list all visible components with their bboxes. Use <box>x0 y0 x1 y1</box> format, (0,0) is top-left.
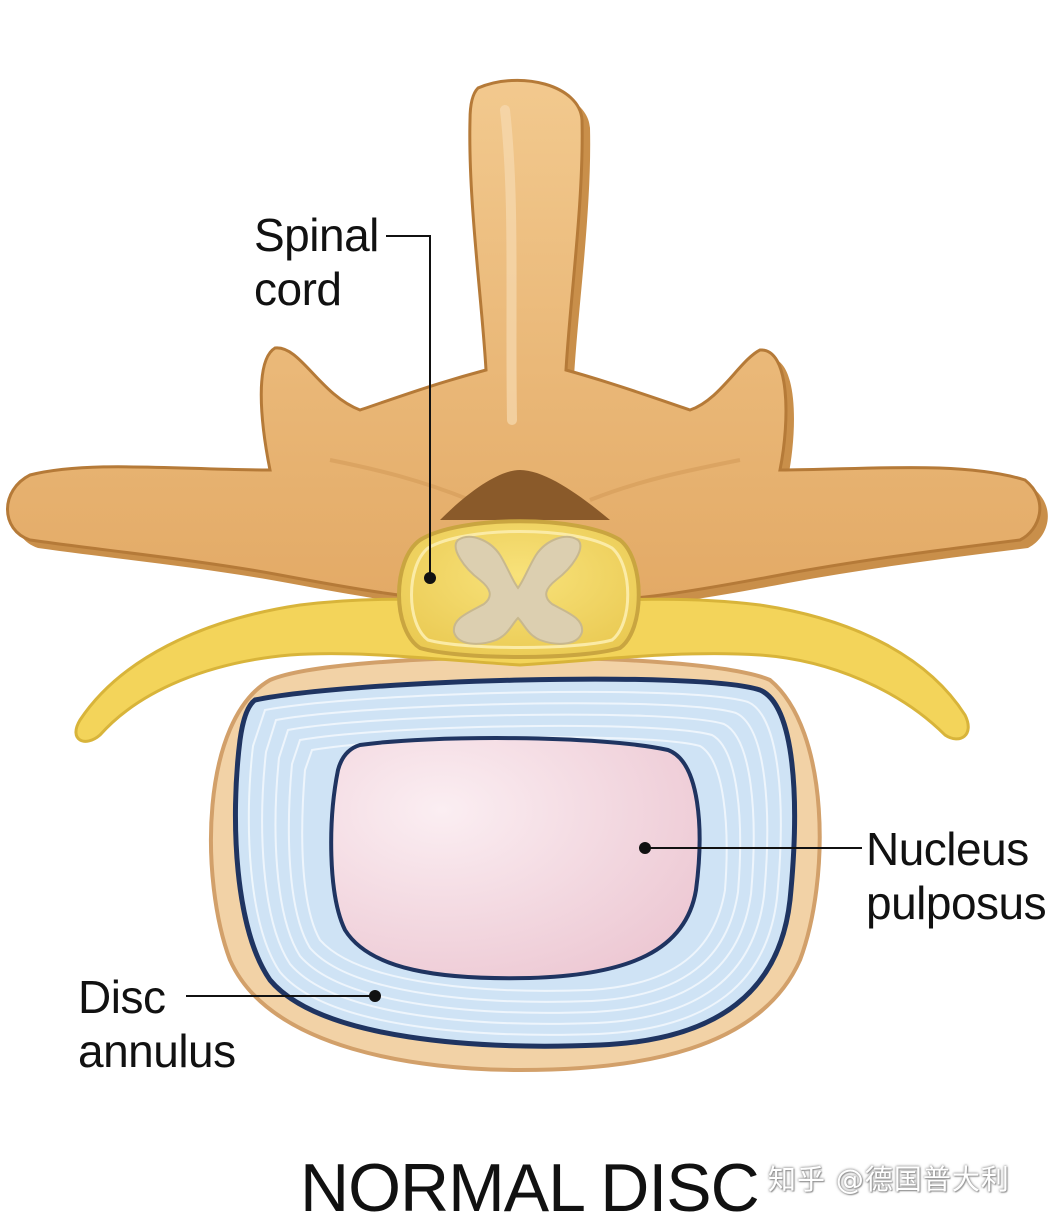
spinal-cord-membrane <box>410 530 630 649</box>
nucleus-pulposus-label-line-1: Nucleus <box>866 823 1029 875</box>
annulus-leader-dot <box>369 990 381 1002</box>
diagram-title: NORMAL DISC <box>300 1150 760 1226</box>
spinal-cord-label: Spinal cord <box>254 208 379 316</box>
nucleus-pulposus-label: Nucleus pulposus <box>866 822 1047 930</box>
bone-highlight <box>500 105 517 425</box>
spinal-cord-label-line-1: Spinal <box>254 209 379 261</box>
spinal-cord-label-line-2: cord <box>254 263 342 315</box>
nucleus-pulposus <box>329 736 702 981</box>
gray-matter <box>452 535 584 645</box>
bone-contour <box>329 458 741 502</box>
disc-annulus-label: Disc annulus <box>78 970 236 1078</box>
disc-annulus-label-line-2: annulus <box>78 1025 236 1077</box>
annulus-lamellae <box>247 690 782 1036</box>
watermark: 知乎 @德国普大利 <box>768 1163 1010 1196</box>
nucleus-pulposus-label-line-2: pulposus <box>866 877 1047 929</box>
vertebral-foramen <box>440 470 610 520</box>
spinal-cord-leader-dot <box>424 572 436 584</box>
spinal-cord-leader-line <box>386 235 431 578</box>
nucleus-leader-dot <box>639 842 651 854</box>
disc-annulus-label-line-1: Disc <box>78 971 166 1023</box>
